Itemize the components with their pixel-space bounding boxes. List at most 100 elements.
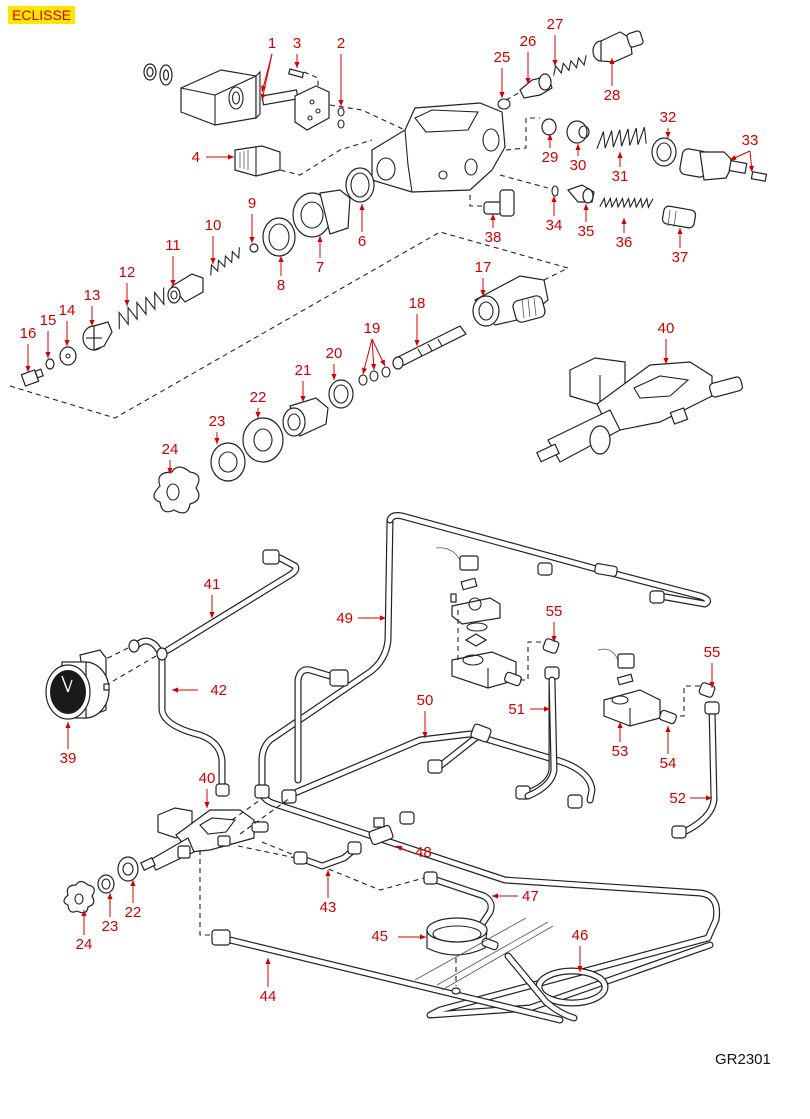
callout-number: 43 — [320, 899, 337, 916]
callout-number: 12 — [119, 264, 136, 281]
callout-31: 31 — [612, 152, 628, 185]
part-tube-42 — [128, 637, 230, 797]
part-tube-52 — [671, 701, 720, 839]
callout-number: 49 — [336, 610, 353, 627]
callout-24: 24 — [76, 910, 92, 953]
part-stem-18 — [392, 325, 467, 370]
callout-number: 47 — [522, 888, 539, 905]
arrowhead-icon — [492, 893, 498, 899]
callout-55: 55 — [546, 603, 562, 642]
arrowhead-icon — [577, 966, 583, 972]
callout-number: 22 — [125, 904, 142, 921]
part-tube-49-top — [386, 512, 711, 608]
callout-number: 15 — [40, 312, 57, 329]
arrowhead-icon — [361, 367, 368, 374]
callout-44: 44 — [260, 958, 277, 1005]
arrowhead-icon — [547, 134, 553, 140]
part-tube-43 — [293, 841, 362, 870]
callout-number: 25 — [494, 49, 511, 66]
arrowhead-icon — [210, 258, 216, 264]
callout-number: 23 — [102, 918, 119, 935]
part-washer-14 — [59, 346, 77, 366]
callout-40: 40 — [658, 320, 674, 364]
callout-48: 48 — [395, 844, 432, 861]
callout-9: 9 — [248, 195, 256, 243]
arrowhead-icon — [665, 132, 671, 138]
callout-number: 45 — [371, 928, 388, 945]
part-fitting-4 — [234, 145, 281, 177]
arrowhead-icon — [325, 870, 331, 876]
part-fitting-7 — [292, 189, 351, 238]
arrowhead-icon — [124, 300, 130, 306]
arrowhead-icon — [583, 204, 589, 210]
callout-number: 7 — [316, 259, 324, 276]
callout-46: 46 — [572, 927, 588, 972]
arrowhead-icon — [359, 204, 365, 210]
callout-11: 11 — [165, 237, 181, 286]
callout-number: 16 — [20, 325, 37, 342]
callout-20: 20 — [326, 345, 342, 380]
callout-number: 18 — [409, 295, 426, 312]
part-tube-loop — [254, 666, 596, 809]
part-coil — [180, 69, 257, 126]
callout-number: 39 — [60, 750, 77, 767]
callout-number: 35 — [578, 223, 595, 240]
callout-39: 39 — [60, 722, 77, 767]
callout-26: 26 — [520, 33, 536, 84]
arrowhead-icon — [544, 706, 550, 712]
callout-23: 23 — [209, 413, 225, 444]
callout-number: 8 — [277, 277, 285, 294]
callout-number: 30 — [570, 157, 587, 174]
part-tube-47 — [423, 871, 495, 934]
part-tube-44 — [211, 929, 564, 1024]
arrowhead-icon — [260, 93, 266, 100]
callout-53: 53 — [612, 722, 628, 760]
arrowhead-icon — [278, 256, 284, 262]
part-gasket-20 — [328, 379, 354, 409]
arrowhead-icon — [609, 58, 615, 64]
part-nut-23-lower — [97, 874, 115, 894]
callout-number: 55 — [704, 644, 721, 661]
callout-13: 13 — [84, 287, 100, 326]
callout-6: 6 — [358, 204, 366, 250]
part-spring-10 — [210, 247, 240, 276]
part-group-solenoid — [143, 63, 345, 131]
arrowhead-icon — [490, 214, 496, 220]
arrowhead-icon — [167, 468, 173, 474]
callout-number: 11 — [165, 237, 181, 254]
part-valve-48 — [368, 811, 415, 846]
callout-number: 10 — [205, 217, 222, 234]
callout-number: 37 — [672, 249, 689, 266]
callout-27: 27 — [547, 16, 563, 66]
part-pressostat-53 — [597, 648, 716, 727]
part-knob-24 — [153, 466, 200, 514]
tube-nut — [537, 562, 553, 576]
arrowhead-icon — [422, 732, 428, 738]
callout-33: 33 — [729, 132, 758, 173]
arrowhead-icon — [480, 290, 486, 296]
arrowhead-icon — [551, 636, 557, 642]
callout-number: 14 — [59, 302, 76, 319]
callout-number: 44 — [260, 988, 277, 1005]
callout-number: 9 — [248, 195, 256, 212]
callout-7: 7 — [316, 236, 324, 276]
callout-45: 45 — [371, 928, 426, 945]
callout-42: 42 — [172, 682, 227, 699]
callout-3: 3 — [293, 35, 301, 68]
arrowhead-icon — [209, 612, 215, 618]
arrowhead-icon — [265, 958, 271, 964]
callout-37: 37 — [672, 228, 689, 266]
callout-29: 29 — [542, 134, 559, 166]
callout-number: 28 — [604, 87, 621, 104]
leader-line — [362, 338, 373, 375]
arrowhead-icon — [170, 280, 176, 286]
part-spring-36 — [599, 196, 654, 209]
part-cap-13 — [82, 321, 113, 351]
callout-number: 42 — [210, 682, 227, 699]
arrowhead-icon — [396, 845, 403, 851]
callout-19: 19 — [361, 320, 386, 375]
callout-number: 29 — [542, 149, 559, 166]
arrowhead-icon — [130, 880, 136, 886]
callout-number: 17 — [475, 259, 492, 276]
arrowhead-icon — [204, 802, 210, 808]
